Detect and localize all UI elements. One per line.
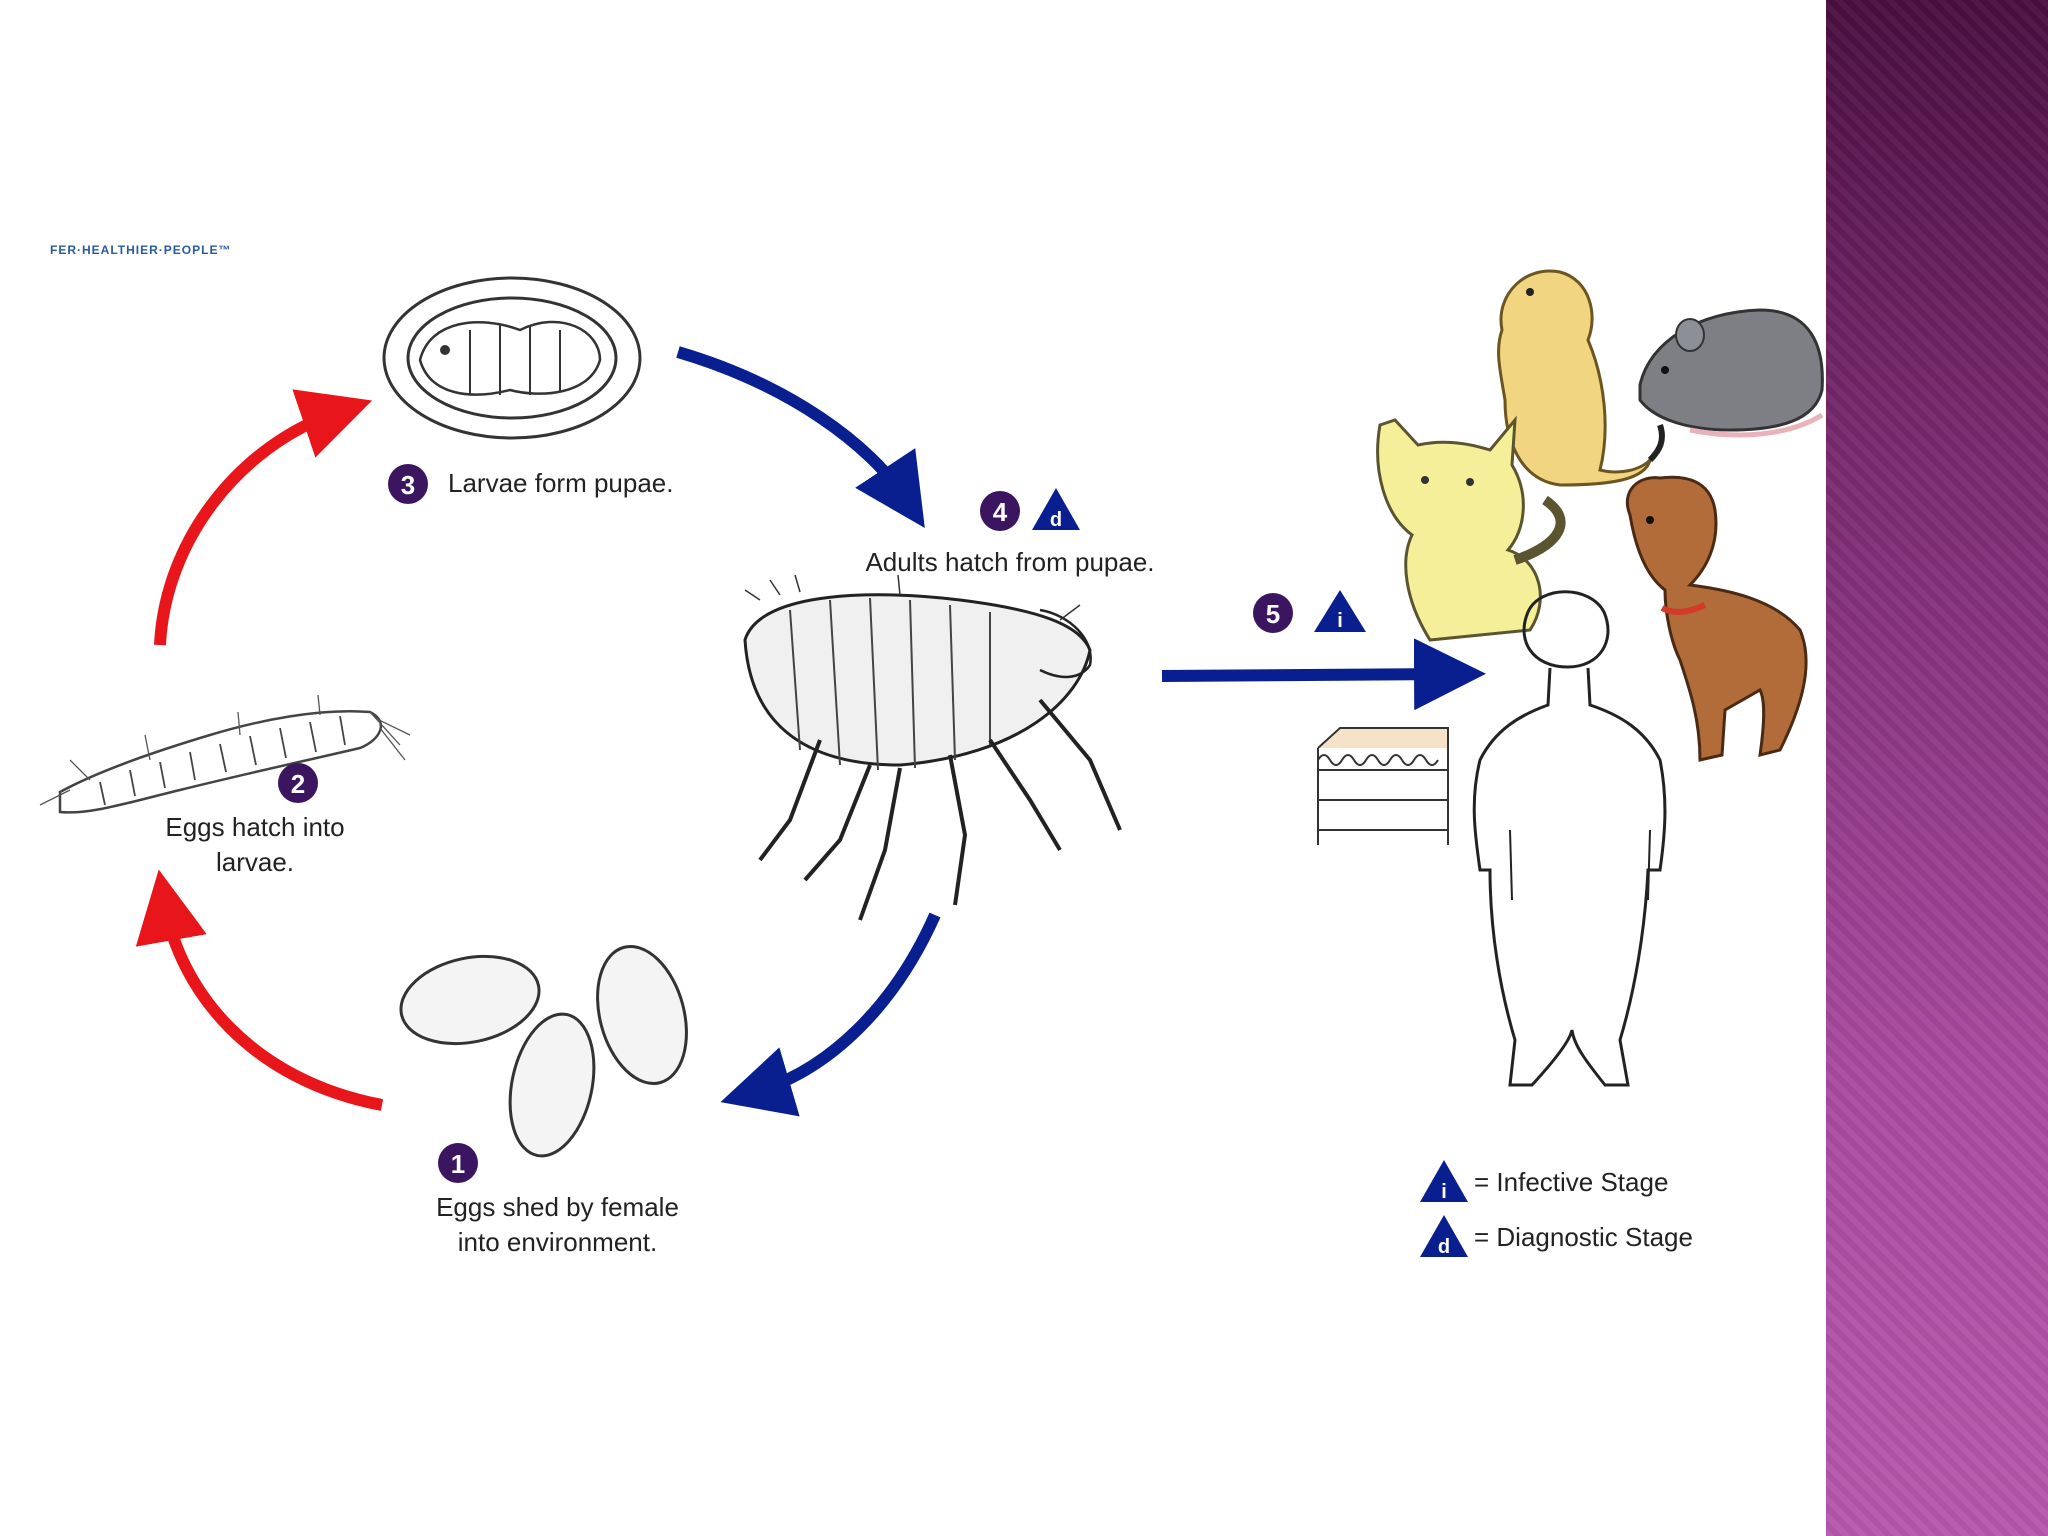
- dog-icon: [1625, 475, 1808, 762]
- diagnostic-stage-triangle: d: [1032, 488, 1080, 531]
- step-4-caption: Adults hatch from pupae.: [865, 547, 1155, 577]
- arrow-eggs-to-larvae: [135, 869, 384, 1111]
- skin-section-icon: [1317, 727, 1449, 845]
- svg-text:d: d: [1438, 1236, 1450, 1258]
- step-marker-5: 5: [1253, 593, 1293, 633]
- cat-icon: [1376, 415, 1566, 642]
- larva-icon: [39, 694, 411, 814]
- pupa-icon: [382, 276, 642, 440]
- arrow-pupae-to-adult: [676, 346, 925, 529]
- svg-text:5: 5: [1266, 599, 1280, 629]
- cdc-logo-text: FER·HEALTHIER·PEOPLE™: [50, 243, 232, 257]
- step-marker-3: 3: [388, 464, 428, 504]
- step-1-caption-line2: into environment.: [457, 1227, 658, 1257]
- legend-infective-label: = Infective Stage: [1474, 1167, 1669, 1197]
- legend-diagnostic-label: = Diagnostic Stage: [1474, 1222, 1693, 1252]
- step-3-caption: Larvae form pupae.: [448, 468, 674, 498]
- svg-text:1: 1: [451, 1149, 465, 1179]
- arrow-adult-to-eggs: [720, 912, 941, 1117]
- step-2-caption-line1: Eggs hatch into: [165, 812, 345, 842]
- svg-text:i: i: [1337, 610, 1343, 632]
- lifecycle-diagram: 1 2 3 4 5 d i i: [39, 269, 1824, 1258]
- infective-stage-triangle: i: [1314, 590, 1366, 632]
- svg-text:3: 3: [401, 470, 415, 500]
- human-silhouette-icon: [1472, 590, 1667, 1087]
- svg-text:d: d: [1050, 509, 1062, 531]
- prairie-dog-icon: [1497, 269, 1665, 487]
- flea-icon: [743, 574, 1122, 921]
- step-marker-4: 4: [980, 491, 1020, 531]
- rat-icon: [1638, 308, 1824, 438]
- egg-icon: [399, 945, 688, 1158]
- step-2-caption-line2: larvae.: [215, 847, 295, 877]
- svg-text:4: 4: [993, 497, 1008, 527]
- decorative-side-bar: [1826, 0, 2048, 1536]
- arrow-to-hosts: [1161, 638, 1486, 711]
- arrow-larvae-to-pupae: [154, 389, 373, 646]
- svg-text:2: 2: [291, 769, 305, 799]
- step-marker-1: 1: [438, 1143, 478, 1183]
- step-1-caption-line1: Eggs shed by female: [436, 1192, 679, 1222]
- svg-text:i: i: [1441, 1181, 1447, 1203]
- legend-diagnostic-icon: d: [1420, 1215, 1468, 1258]
- legend-infective-icon: i: [1420, 1160, 1468, 1203]
- step-marker-2: 2: [278, 763, 318, 803]
